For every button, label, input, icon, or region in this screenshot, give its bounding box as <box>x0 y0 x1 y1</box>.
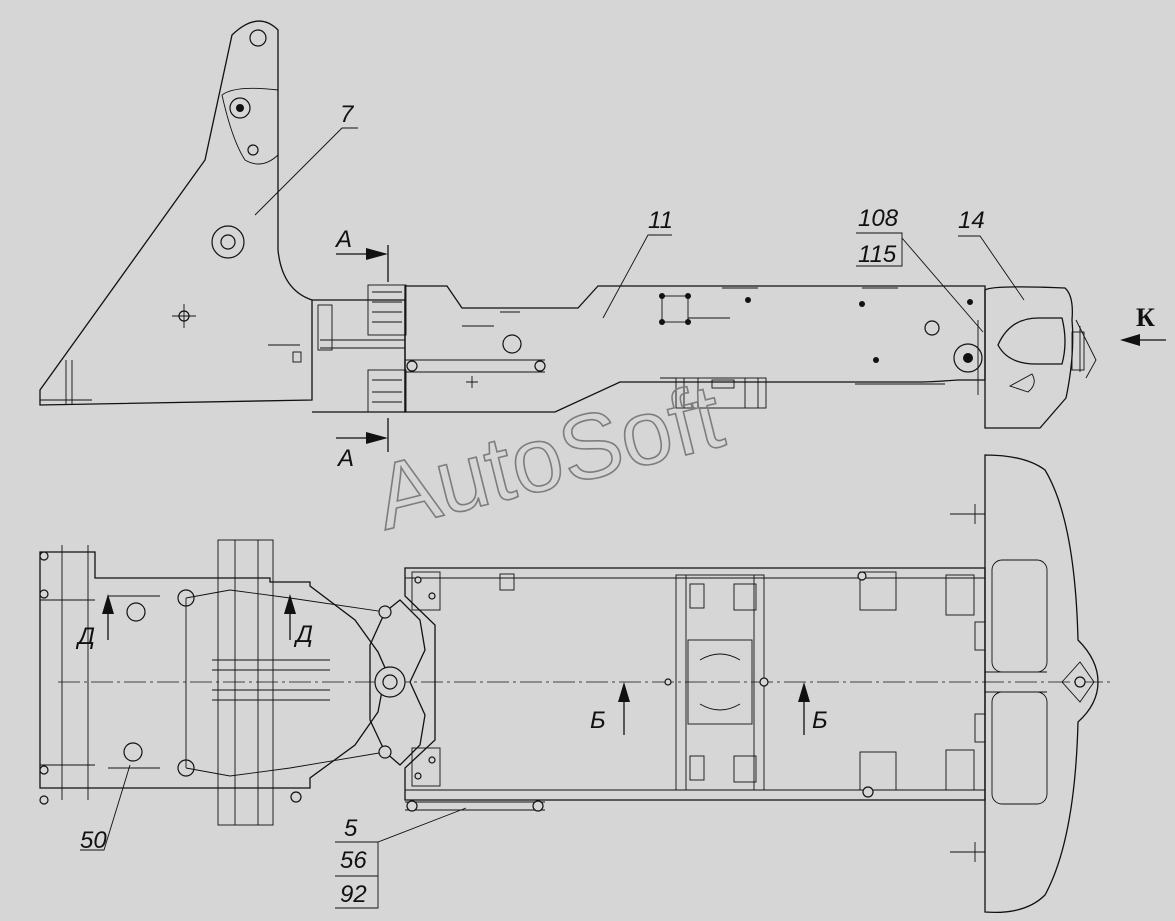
side-view <box>39 20 1166 452</box>
section-a-bottom: А <box>336 445 354 472</box>
callout-50: 50 <box>80 827 107 854</box>
section-b-right: Б <box>812 707 828 734</box>
front-fork-outline <box>39 551 387 789</box>
section-d-left: Д <box>75 623 95 650</box>
view-k-label: К <box>1136 303 1155 332</box>
callout-115: 115 <box>858 241 897 268</box>
callout-108: 108 <box>858 205 899 232</box>
callout-56: 56 <box>340 847 367 874</box>
watermark: AutoSoft <box>365 365 732 549</box>
callout-5: 5 <box>344 815 358 842</box>
front-bracket-outline <box>39 20 313 406</box>
rear-frame-outline <box>404 285 986 413</box>
rear-frame-plan <box>404 567 986 801</box>
section-b-left: Б <box>590 707 606 734</box>
section-d-right: Д <box>293 621 313 648</box>
section-a-top: А <box>334 226 352 253</box>
callout-7: 7 <box>340 101 355 128</box>
plan-view <box>39 454 1110 914</box>
bumper-plan <box>984 454 1099 914</box>
hitch-outline <box>984 286 1074 429</box>
callout-92: 92 <box>340 881 367 908</box>
callout-11: 11 <box>648 207 673 234</box>
callout-14: 14 <box>958 207 985 234</box>
